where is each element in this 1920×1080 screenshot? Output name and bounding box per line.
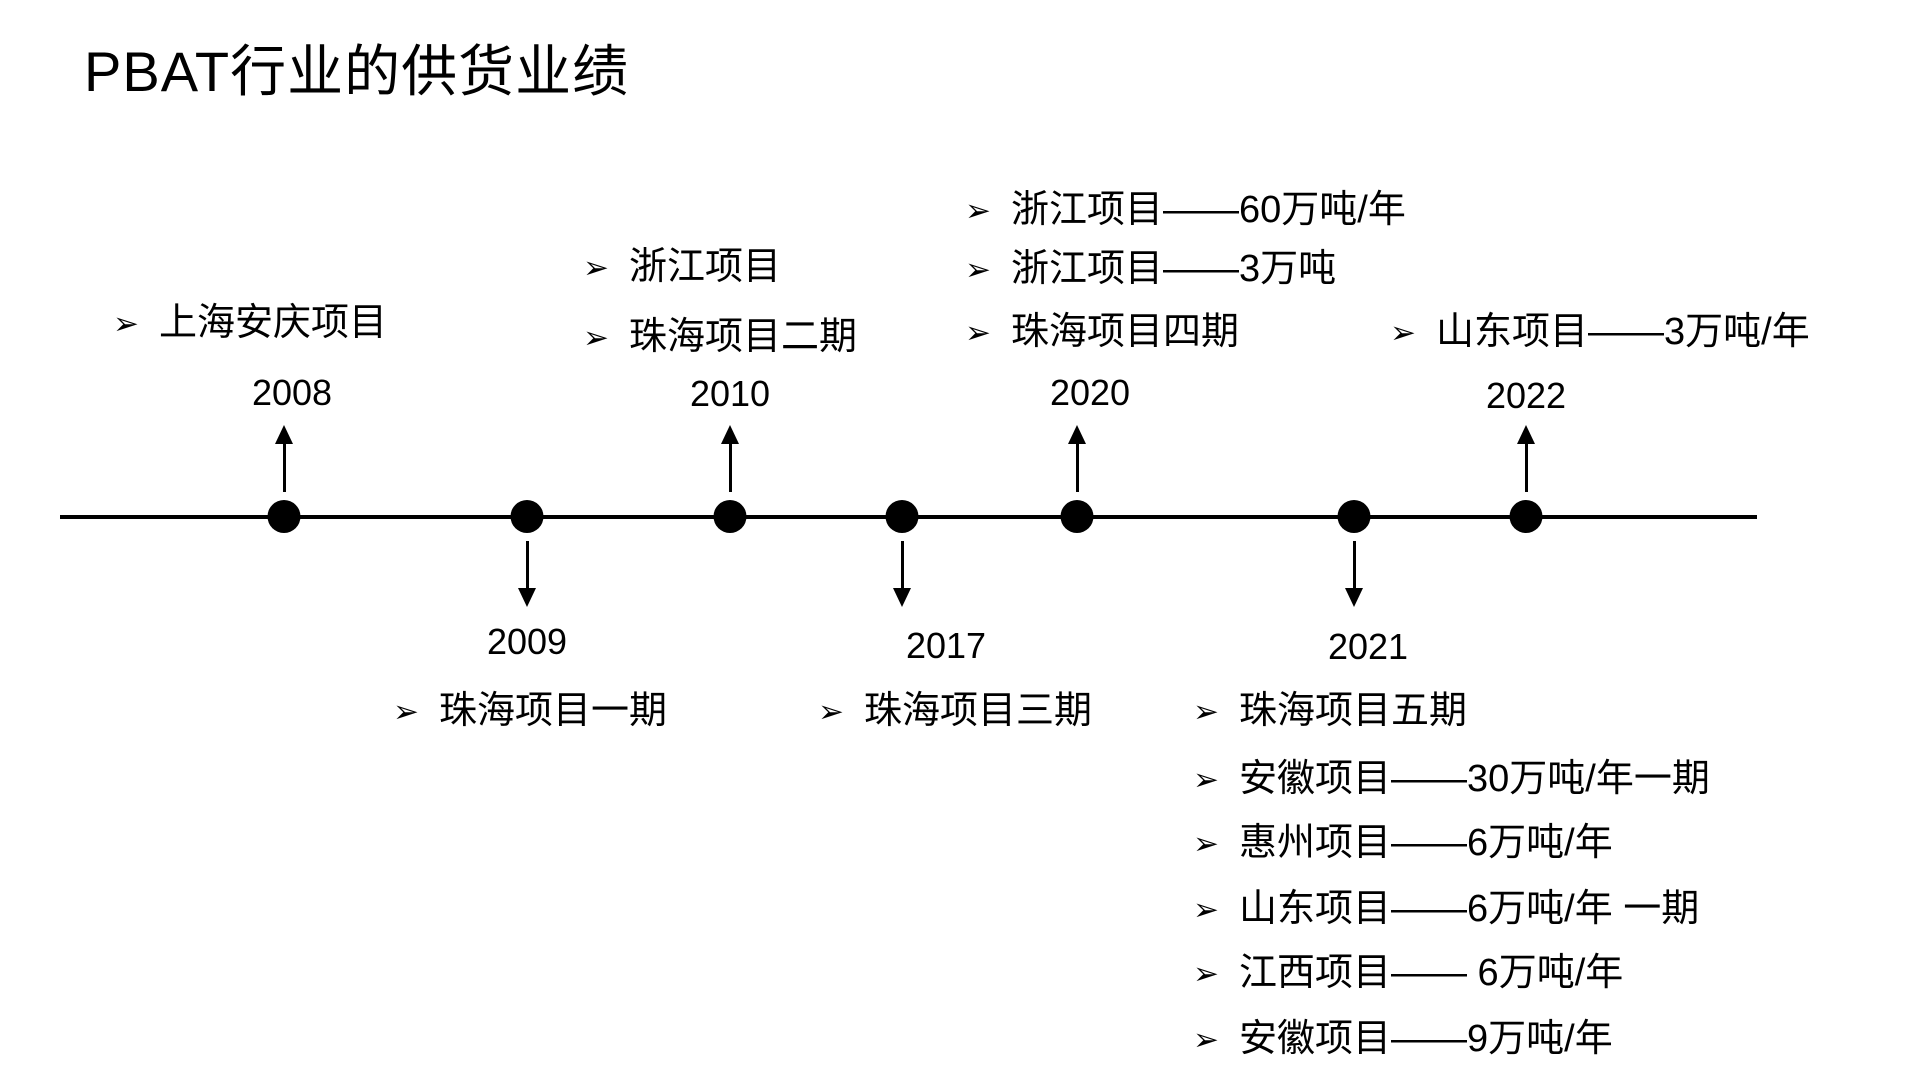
project-item: ➢ 安徽项目——30万吨/年一期	[1193, 758, 1710, 802]
bullet-icon: ➢	[1193, 1022, 1219, 1058]
project-item: ➢ 珠海项目三期	[818, 690, 1092, 734]
bullet-icon: ➢	[965, 193, 991, 229]
bullet-icon: ➢	[818, 694, 844, 730]
bullet-icon: ➢	[965, 252, 991, 288]
project-item: ➢ 安徽项目——9万吨/年	[1193, 1018, 1613, 1062]
project-label: 安徽项目——9万吨/年	[1239, 1018, 1613, 1060]
bullet-icon: ➢	[1193, 892, 1219, 928]
project-label: 安徽项目——30万吨/年一期	[1239, 758, 1710, 800]
bullet-icon: ➢	[1193, 694, 1219, 730]
project-label: 山东项目——3万吨/年	[1436, 311, 1810, 353]
timeline-dot-2008	[267, 500, 301, 533]
year-label-2009: 2009	[486, 621, 568, 662]
timeline-dot-2020	[1060, 500, 1094, 533]
project-label: 珠海项目二期	[629, 316, 858, 358]
timeline-dot-2021	[1337, 500, 1371, 533]
slide-title: PBAT行业的供货业绩	[84, 40, 630, 103]
project-label: 浙江项目	[629, 246, 782, 288]
project-label: 珠海项目一期	[439, 690, 668, 732]
year-label-2022: 2022	[1485, 375, 1567, 416]
project-item: ➢ 珠海项目一期	[393, 690, 667, 734]
project-item: ➢ 珠海项目五期	[1193, 690, 1467, 734]
project-label: 珠海项目三期	[864, 690, 1093, 732]
timeline-dot-2017	[885, 500, 919, 533]
project-item: ➢ 山东项目——6万吨/年 一期	[1193, 888, 1699, 932]
project-item: ➢ 惠州项目——6万吨/年	[1193, 822, 1613, 866]
bullet-icon: ➢	[1390, 315, 1416, 351]
timeline-dot-2009	[510, 500, 544, 533]
bullet-icon: ➢	[1193, 826, 1219, 862]
project-item: ➢ 上海安庆项目	[113, 302, 387, 346]
bullet-icon: ➢	[583, 250, 609, 286]
project-item: ➢ 珠海项目二期	[583, 316, 857, 360]
project-item: ➢ 浙江项目——60万吨/年	[965, 189, 1406, 233]
year-label-2021: 2021	[1327, 626, 1409, 667]
project-label: 上海安庆项目	[159, 302, 388, 344]
bullet-icon: ➢	[583, 320, 609, 356]
timeline-dot-2022	[1509, 500, 1543, 533]
year-label-2010: 2010	[689, 373, 771, 414]
timeline-dot-2010	[713, 500, 747, 533]
year-label-2008: 2008	[251, 372, 333, 413]
project-label: 浙江项目——3万吨	[1011, 248, 1337, 290]
project-item: ➢ 江西项目—— 6万吨/年	[1193, 952, 1623, 996]
bullet-icon: ➢	[113, 306, 139, 342]
bullet-icon: ➢	[1193, 956, 1219, 992]
project-item: ➢ 山东项目——3万吨/年	[1390, 311, 1810, 355]
year-label-2017: 2017	[905, 625, 987, 666]
bullet-icon: ➢	[393, 694, 419, 730]
project-label: 珠海项目五期	[1239, 690, 1468, 732]
bullet-icon: ➢	[965, 315, 991, 351]
project-label: 珠海项目四期	[1011, 311, 1240, 353]
year-label-2020: 2020	[1049, 372, 1131, 413]
project-label: 山东项目——6万吨/年 一期	[1239, 888, 1700, 930]
project-label: 浙江项目——60万吨/年	[1011, 189, 1406, 231]
project-label: 江西项目—— 6万吨/年	[1239, 952, 1624, 994]
project-item: ➢ 珠海项目四期	[965, 311, 1239, 355]
project-item: ➢ 浙江项目	[583, 246, 781, 290]
project-item: ➢ 浙江项目——3万吨	[965, 248, 1336, 292]
bullet-icon: ➢	[1193, 762, 1219, 798]
project-label: 惠州项目——6万吨/年	[1239, 822, 1613, 864]
